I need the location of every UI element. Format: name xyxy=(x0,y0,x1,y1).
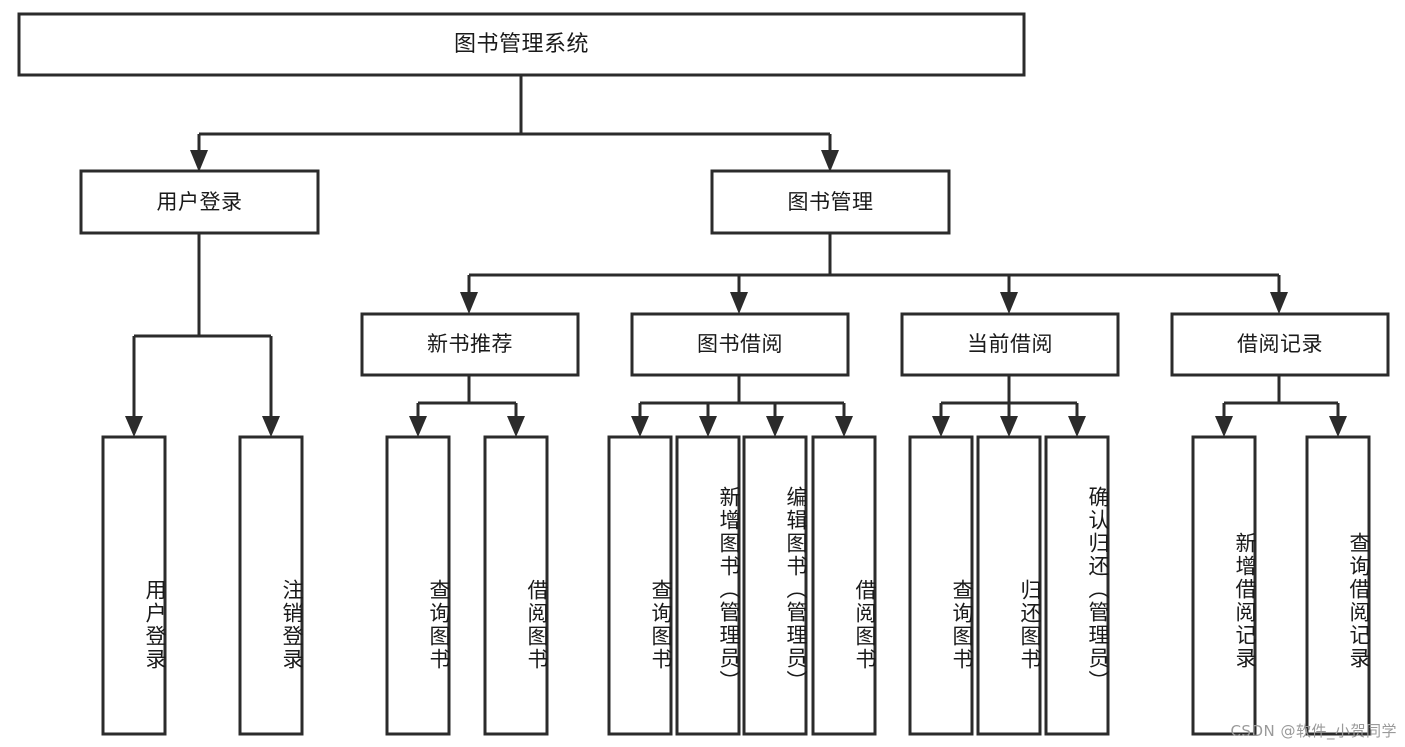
connector-bookborrow-to-leaves xyxy=(631,375,853,437)
arrowhead-icon xyxy=(730,292,748,314)
node-box-leaf-confirm-return[interactable] xyxy=(1044,435,1110,736)
arrowhead-icon xyxy=(507,416,525,437)
arrowhead-icon xyxy=(821,150,839,172)
arrowhead-icon xyxy=(1329,416,1347,437)
node-box-leaf-add-record[interactable] xyxy=(1191,435,1257,736)
arrowhead-icon xyxy=(1215,416,1233,437)
node-box-user-login[interactable] xyxy=(79,169,320,235)
node-box-leaf-return-book[interactable] xyxy=(976,435,1042,736)
arrowhead-icon xyxy=(699,416,717,437)
connector-newbook-to-leaves xyxy=(409,375,525,437)
node-box-leaf-query-book-3[interactable] xyxy=(908,435,974,736)
node-box-leaf-borrow-book-2[interactable] xyxy=(811,435,877,736)
arrowhead-icon xyxy=(1270,292,1288,314)
node-box-current-borrow[interactable] xyxy=(900,312,1120,377)
node-box-leaf-logout-login[interactable] xyxy=(238,435,304,736)
arrowhead-icon xyxy=(125,416,143,437)
arrowhead-icon xyxy=(835,416,853,437)
connector-currentborrow-to-leaves xyxy=(932,375,1086,437)
node-box-leaf-add-book[interactable] xyxy=(675,435,741,736)
arrowhead-icon xyxy=(631,416,649,437)
arrowhead-icon xyxy=(190,150,208,172)
arrowhead-icon xyxy=(1000,292,1018,314)
arrowhead-icon xyxy=(460,292,478,314)
node-box-book-borrow[interactable] xyxy=(630,312,850,377)
arrowhead-icon xyxy=(1000,416,1018,437)
connector-bookmanage-to-level2 xyxy=(460,233,1288,314)
arrowhead-icon xyxy=(262,416,280,437)
connector-userlogin-to-leaves xyxy=(125,233,280,437)
watermark-text: CSDN @软件_小贺同学 xyxy=(1230,722,1397,740)
node-box-leaf-query-book-2[interactable] xyxy=(607,435,673,736)
node-box-leaf-query-book-1[interactable] xyxy=(385,435,451,736)
connector-borrowrecord-to-leaves xyxy=(1215,375,1347,437)
node-box-new-book-recommend[interactable] xyxy=(360,312,580,377)
node-box-leaf-borrow-book-1[interactable] xyxy=(483,435,549,736)
node-box-book-manage[interactable] xyxy=(710,169,951,235)
node-box-leaf-edit-book[interactable] xyxy=(742,435,808,736)
node-box-leaf-query-record[interactable] xyxy=(1305,435,1371,736)
arrowhead-icon xyxy=(409,416,427,437)
node-box-root[interactable] xyxy=(17,12,1026,77)
arrowhead-icon xyxy=(932,416,950,437)
node-box-leaf-user-login[interactable] xyxy=(101,435,167,736)
connector-root-to-level1 xyxy=(190,76,839,172)
node-box-borrow-record[interactable] xyxy=(1170,312,1390,377)
arrowhead-icon xyxy=(1068,416,1086,437)
arrowhead-icon xyxy=(766,416,784,437)
